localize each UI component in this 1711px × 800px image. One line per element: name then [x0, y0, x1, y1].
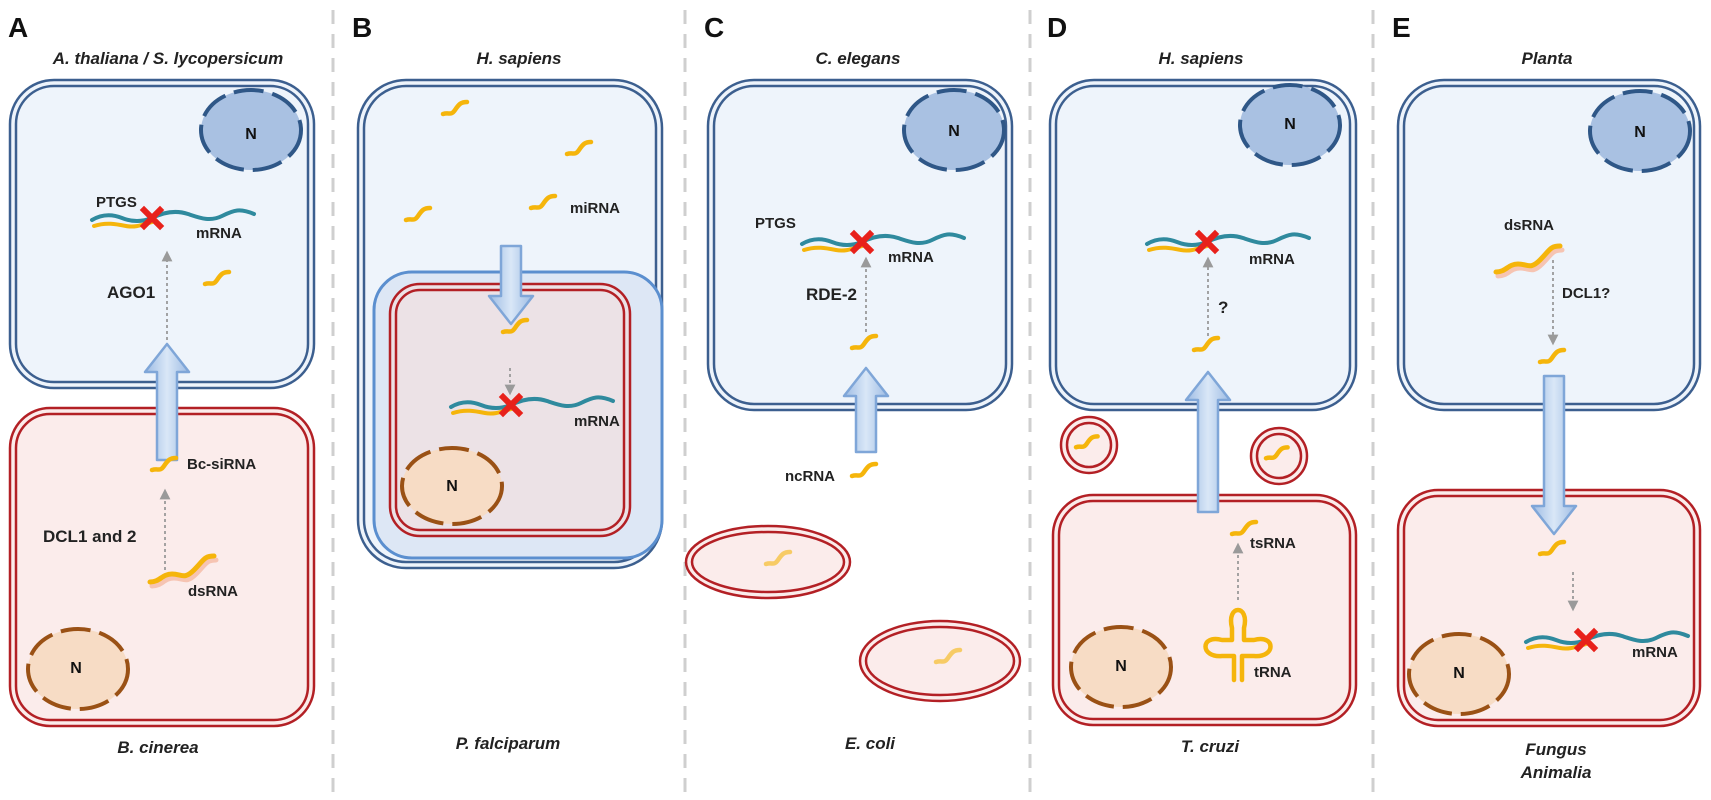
panel-b-mrna-red-cross-icon: [498, 392, 524, 418]
panel-letter-d: D: [1047, 12, 1068, 43]
panel-c-ptgs-label: PTGS: [755, 215, 796, 232]
panel-a-host-nucleus-label: N: [245, 126, 257, 143]
panel-e-top-organism: Planta: [1521, 49, 1573, 68]
panel-a-mrna-label: mRNA: [196, 225, 242, 242]
panel-a-dcl-label: DCL1 and 2: [43, 527, 137, 546]
panel-b-transfer-arrow: [487, 244, 535, 326]
panel-c-ptgs-mrna-strand: [800, 232, 966, 247]
panel-letter-a: A: [8, 12, 29, 43]
panel-a-pathogen-nucleus-label: N: [70, 660, 82, 677]
panel-d-tsrna: [1229, 519, 1259, 537]
panel-e-dsrna-strand-2: [1495, 247, 1565, 279]
panel-b-mirna-3: [403, 205, 433, 223]
panel-e-dsrna-label: dsRNA: [1504, 217, 1555, 234]
panel-a-ptgs-red-cross-icon: [139, 205, 165, 231]
panel-a-dsrna-label: dsRNA: [188, 583, 239, 600]
panel-b-nucleus: [400, 446, 504, 526]
panel-e-host-nucleus: [1588, 89, 1692, 173]
panel-e-dsrna-strand-1: [1493, 243, 1563, 275]
panel-a-ptgs-label: PTGS: [96, 194, 137, 211]
panel-d-vesicle-2-inner: [1255, 432, 1303, 480]
panel-letter-b: B: [352, 12, 373, 43]
panel-a-bottom-organism: B. cinerea: [117, 738, 199, 757]
panel-d-transfer-arrow: [1184, 370, 1232, 514]
panel-d-host-nucleus: [1238, 83, 1342, 167]
panel-a-dsrna-strand-1: [147, 553, 217, 585]
panel-e-bottom-organism-fungus: Fungus: [1525, 740, 1587, 759]
panel-e-pathogen-nucleus: [1407, 632, 1511, 716]
panel-c-ncrna-host: [849, 333, 879, 351]
panel-a-ago-label: AGO1: [107, 283, 156, 302]
panel-c-bacterium-1-inner: [690, 530, 846, 594]
panel-c-mrna-label: mRNA: [888, 249, 934, 266]
panel-e-host-nucleus-label: N: [1634, 124, 1646, 141]
panel-d-vesicle-1-rna: [1073, 434, 1100, 450]
panel-d-tsrna-label: tsRNA: [1250, 535, 1296, 552]
panel-a-sirna-label: Bc-siRNA: [187, 456, 257, 473]
panel-a-host-nucleus: [199, 88, 303, 172]
panel-c-rde-label: RDE-2: [806, 285, 858, 304]
panel-d-mrna-mrna-strand: [1145, 232, 1311, 247]
panel-a-ptgs-mrna-strand: [90, 208, 256, 223]
panel-d-host-nucleus-label: N: [1284, 116, 1296, 133]
panel-letter-e: E: [1392, 12, 1411, 43]
panel-d-top-organism: H. sapiens: [1158, 49, 1244, 68]
panel-e-dcl-label: DCL1?: [1562, 285, 1611, 302]
panel-d-cloverleaf-trna-icon: [1203, 607, 1273, 683]
panel-e-mrna-red-cross-icon: [1573, 627, 1599, 653]
panel-b-mrna-label: mRNA: [574, 413, 620, 430]
panel-c-ncrna-label: ncRNA: [785, 468, 836, 485]
panel-e-srna-pathogen: [1537, 539, 1567, 557]
panel-c-transfer-arrow: [842, 366, 890, 454]
panel-c-nucleus-label: N: [948, 123, 960, 140]
panel-a-transfer-arrow: [143, 342, 191, 462]
panel-e-srna-host: [1537, 347, 1567, 365]
panel-d-bottom-organism: T. cruzi: [1180, 737, 1240, 756]
panel-d-vesicle-1-outer: [1059, 415, 1119, 475]
panel-b-mirna-4: [528, 193, 558, 211]
panel-d-tsrna-host: [1191, 335, 1221, 353]
panel-b-mirna-1: [440, 99, 470, 117]
panel-dividers: [331, 10, 1375, 795]
panel-e-mrna-label: mRNA: [1632, 644, 1678, 661]
panel-d-vesicle-1-inner: [1065, 421, 1113, 469]
panel-d-pathogen-nucleus: [1069, 625, 1173, 709]
panel-c-bottom-organism: E. coli: [844, 734, 896, 753]
panel-e-pathogen-nucleus-label: N: [1453, 665, 1465, 682]
panel-d-question-label: ?: [1218, 298, 1229, 317]
panel-c-ncrna: [849, 461, 879, 479]
panel-c-ptgs-red-cross-icon: [849, 229, 875, 255]
panel-b-mrna-mrna-strand: [449, 395, 615, 410]
panel-d-pathogen-nucleus-label: N: [1115, 658, 1127, 675]
panel-b-mirna-label: miRNA: [570, 200, 621, 217]
panel-c-bacterium-1-rna: [763, 549, 793, 567]
panel-d-mrna-red-cross-icon: [1194, 229, 1220, 255]
panel-e-transfer-arrow: [1530, 374, 1578, 536]
panel-e-bottom-organism-animalia: Animalia: [1520, 763, 1592, 782]
panel-b-nucleus-label: N: [446, 478, 458, 495]
panel-a-top-organism: A. thaliana / S. lycopersicum: [52, 49, 284, 68]
panel-c-bacterium-2-rna: [933, 647, 963, 665]
panel-d-vesicle-2-rna: [1263, 445, 1290, 461]
panel-a-srna-host: [202, 269, 232, 287]
panel-a-dsrna-strand-2: [149, 557, 219, 589]
panel-d-mrna-label: mRNA: [1249, 251, 1295, 268]
panel-a-pathogen-nucleus: [26, 627, 130, 711]
panel-b-top-organism: H. sapiens: [476, 49, 562, 68]
panel-c-bacterium-2-inner: [864, 625, 1016, 697]
panel-b-bottom-organism: P. falciparum: [455, 734, 561, 753]
panel-letter-c: C: [704, 12, 725, 43]
panel-b-mirna-2: [564, 139, 594, 157]
panel-e-mrna-mrna-strand: [1524, 630, 1690, 645]
panel-c-top-organism: C. elegans: [815, 49, 901, 68]
panel-c-host-nucleus: [902, 88, 1006, 172]
diagram-shapes: [8, 78, 1702, 728]
panel-d-trna-label: tRNA: [1254, 664, 1292, 681]
panel-d-vesicle-2-outer: [1249, 426, 1309, 486]
panel-b-mirna-internal: [500, 317, 530, 335]
panel-a-bc-sirna: [149, 455, 179, 473]
